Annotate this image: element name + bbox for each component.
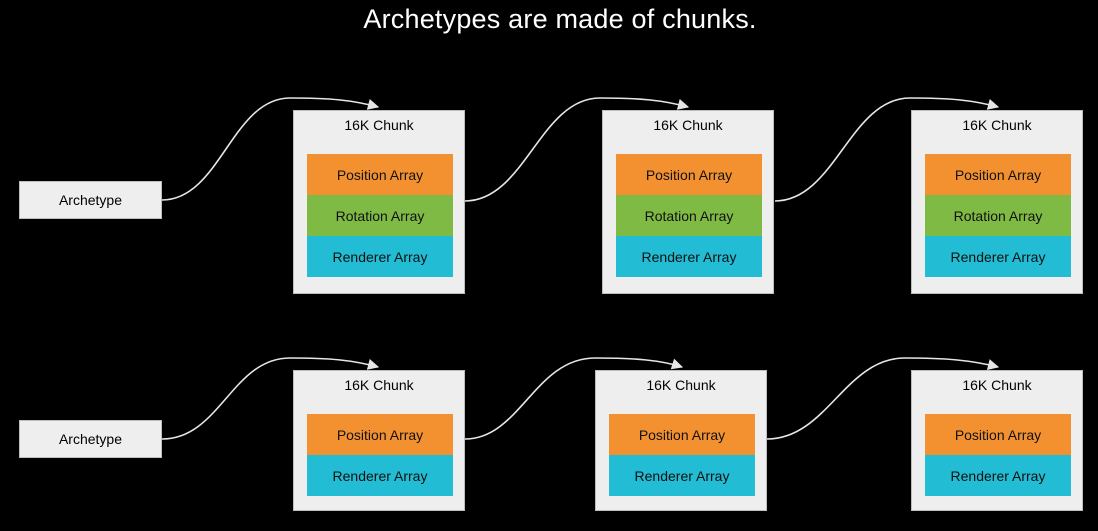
chunk-label: 16K Chunk [646,377,716,393]
position-array: Position Array [925,154,1071,195]
position-array: Position Array [925,414,1071,455]
position-array: Position Array [307,414,453,455]
chunk-box: 16K Chunk Position Array Rotation Array … [911,110,1083,294]
connector-archetype-to-chunk [161,97,380,201]
connector-chunk-to-chunk [766,357,1000,440]
chunk-label: 16K Chunk [344,377,414,393]
connector-archetype-to-chunk [161,357,380,440]
archetype-box: Archetype [19,420,162,458]
archetype-label: Archetype [58,192,123,208]
rotation-array: Rotation Array [925,195,1071,236]
renderer-array: Renderer Array [609,455,755,496]
connector-chunk-to-chunk [464,357,684,440]
chunk-box: 16K Chunk Position Array Renderer Array [595,370,767,511]
connector-chunk-to-chunk [464,97,690,202]
position-array: Position Array [609,414,755,455]
renderer-array: Renderer Array [925,455,1071,496]
chunk-label: 16K Chunk [653,117,723,133]
position-array: Position Array [616,154,762,195]
archetype-label: Archetype [58,431,123,447]
diagram-title: Archetypes are made of chunks. [363,4,757,34]
rotation-array: Rotation Array [616,195,762,236]
connector-chunk-to-chunk [774,97,1000,202]
chunk-label: 16K Chunk [344,117,414,133]
chunk-box: 16K Chunk Position Array Rotation Array … [293,110,465,294]
chunk-label: 16K Chunk [962,117,1032,133]
renderer-array: Renderer Array [307,236,453,277]
renderer-array: Renderer Array [925,236,1071,277]
archetype-box: Archetype [19,181,162,219]
renderer-array: Renderer Array [616,236,762,277]
chunk-box: 16K Chunk Position Array Rotation Array … [602,110,774,294]
chunk-box: 16K Chunk Position Array Renderer Array [911,370,1083,511]
chunk-box: 16K Chunk Position Array Renderer Array [293,370,465,511]
chunk-label: 16K Chunk [962,377,1032,393]
position-array: Position Array [307,154,453,195]
rotation-array: Rotation Array [307,195,453,236]
renderer-array: Renderer Array [307,455,453,496]
